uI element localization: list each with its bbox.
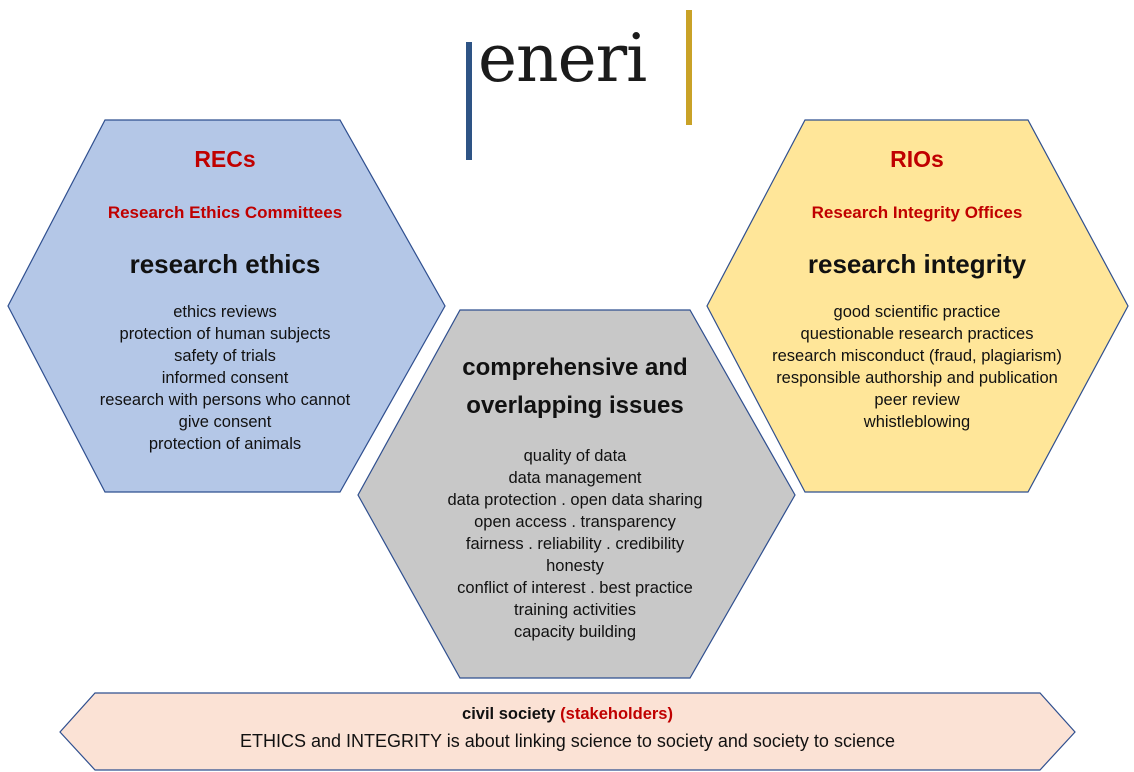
list-item: protection of human subjects (119, 325, 331, 343)
list-item: safety of trials (174, 347, 276, 365)
right-hex-items: good scientific practice questionable re… (727, 301, 1107, 433)
recs-full-name: Research Ethics Committees (107, 203, 343, 222)
list-item: whistleblowing (863, 413, 971, 431)
left-hexagon (7, 119, 446, 493)
banner-label: civil society (stakeholders) (100, 705, 1035, 724)
list-item: give consent (178, 413, 272, 431)
center-heading-line2: overlapping issues (466, 392, 684, 419)
recs-acronym: RECs (194, 146, 256, 172)
civil-society-label: civil society (462, 705, 556, 723)
banner-statement: ETHICS and INTEGRITY is about linking sc… (240, 731, 895, 751)
list-item: responsible authorship and publication (776, 369, 1058, 387)
rios-acronym: RIOs (890, 146, 944, 172)
list-item: capacity building (514, 623, 636, 641)
list-item: research with persons who cannot (99, 391, 351, 409)
rios-full-name: Research Integrity Offices (811, 203, 1023, 222)
list-item: questionable research practices (800, 325, 1034, 343)
research-integrity-heading: research integrity (807, 249, 1027, 279)
logo-text: eneri (478, 20, 647, 97)
center-hexagon (357, 309, 796, 679)
right-hexagon (706, 119, 1129, 493)
list-item: good scientific practice (833, 303, 1001, 321)
logo-right-bar (686, 10, 692, 125)
list-item: research misconduct (fraud, plagiarism) (772, 347, 1062, 365)
bottom-banner-shape (59, 692, 1076, 771)
left-hex-items: ethics reviews protection of human subje… (40, 301, 410, 455)
research-ethics-heading: research ethics (129, 249, 321, 279)
list-item: data management (508, 469, 642, 487)
stakeholders-label: (stakeholders) (560, 705, 673, 723)
list-item: ethics reviews (173, 303, 277, 321)
list-item: training activities (514, 601, 636, 619)
list-item: data protection . open data sharing (447, 491, 703, 509)
center-heading-line1: comprehensive and (462, 354, 688, 381)
center-hex-items: quality of data data management data pro… (400, 445, 750, 643)
list-item: conflict of interest . best practice (457, 579, 693, 597)
list-item: peer review (874, 391, 960, 409)
list-item: quality of data (523, 447, 627, 465)
list-item: honesty (546, 557, 604, 575)
logo-left-bar (466, 42, 472, 160)
list-item: protection of animals (148, 435, 302, 453)
list-item: informed consent (161, 369, 289, 387)
list-item: fairness . reliability . credibility (465, 535, 685, 553)
list-item: open access . transparency (474, 513, 676, 531)
